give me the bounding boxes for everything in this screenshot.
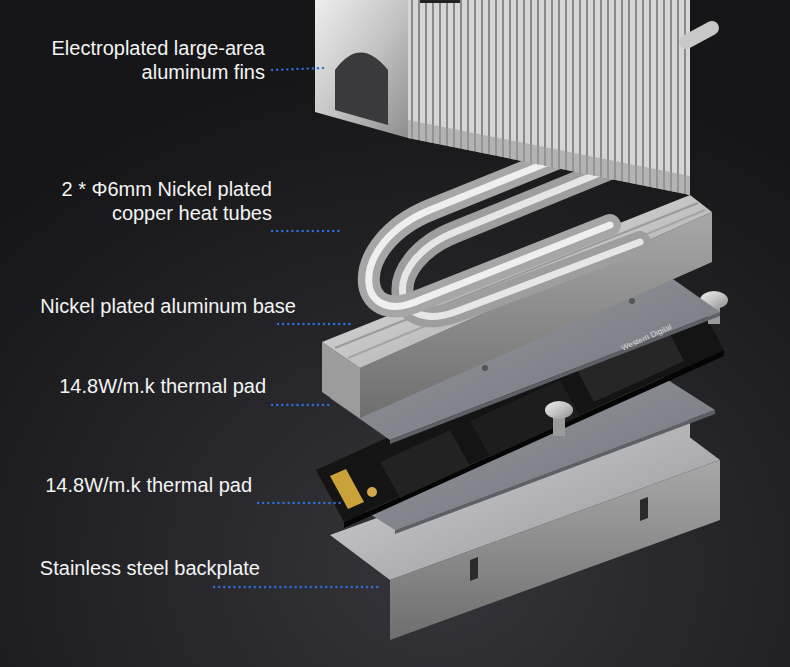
part-label: 14.8W/m.k thermal pad: [59, 374, 266, 398]
backplate: [470, 557, 478, 581]
part-label: 14.8W/m.k thermal pad: [45, 473, 252, 497]
leader-line: [258, 502, 340, 504]
aluminum-fins: [335, 53, 388, 126]
ssd: [367, 487, 377, 497]
part-label: Stainless steel backplate: [40, 556, 260, 580]
part-label: Nickel plated aluminum base: [40, 294, 296, 318]
leader-line: [278, 323, 350, 325]
aluminum-fins: [420, 0, 460, 3]
aluminum-fins: [686, 28, 712, 42]
leader-line: [272, 404, 330, 406]
aluminum-fins: [315, 0, 408, 138]
backplate: [640, 497, 648, 521]
aluminum-base: [629, 298, 635, 304]
part-label: 2 * Φ6mm Nickel plated copper heat tubes: [22, 177, 272, 225]
screw: [545, 401, 573, 419]
aluminum-fins: [408, 120, 690, 195]
aluminum-fins: [315, 0, 712, 195]
part-label: Electroplated large-area aluminum fins: [15, 36, 265, 84]
aluminum-base: [482, 365, 488, 371]
brand-print: Western Digital: [620, 322, 673, 353]
leader-line: [214, 586, 380, 588]
leader-line: [214, 68, 380, 587]
leader-line: [272, 68, 325, 70]
aluminum-fins: [408, 0, 690, 195]
leader-line: [272, 230, 340, 232]
